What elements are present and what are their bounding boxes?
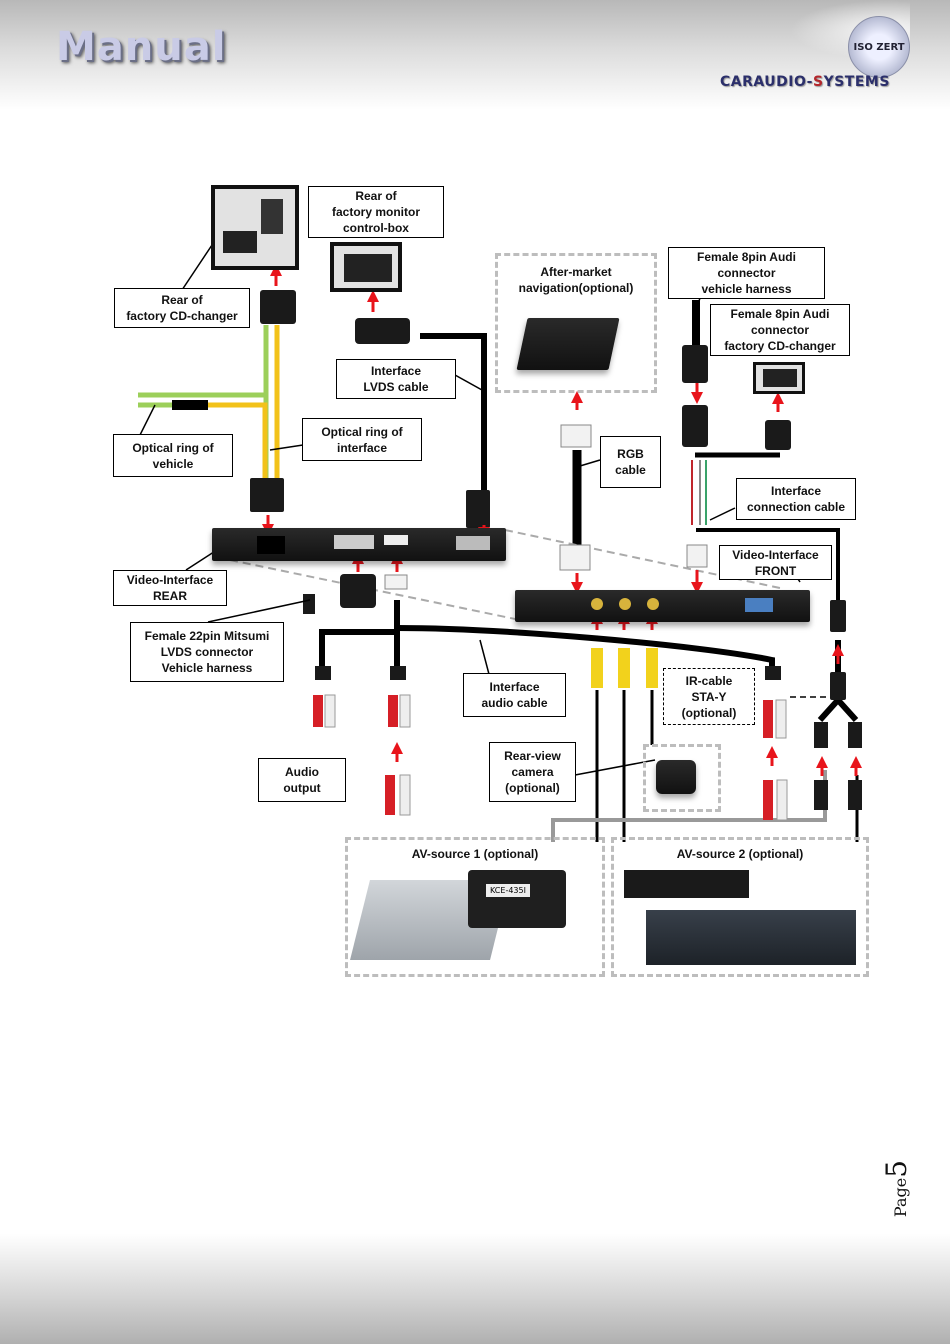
label-lvds-cable: Interface LVDS cable xyxy=(336,359,456,399)
label-video-front: Video-Interface FRONT xyxy=(719,545,832,580)
label-audio-output: Audio output xyxy=(258,758,346,802)
cd-changer-rear-photo xyxy=(211,185,299,270)
lvds-plug xyxy=(355,318,410,344)
label-video-rear: Video-Interface REAR xyxy=(113,570,227,606)
label-audio-cable: Interface audio cable xyxy=(463,673,566,717)
brand-suffix: YSTEMS xyxy=(823,74,890,90)
label-female22: Female 22pin Mitsumi LVDS connector Vehi… xyxy=(130,622,284,682)
aftermarket-nav-title: After-market navigation(optional) xyxy=(518,265,634,295)
video-interface-rear-device xyxy=(212,528,506,561)
manual-title: Manual xyxy=(56,24,227,70)
label-ir-cable: IR-cable STA-Y (optional) xyxy=(663,668,755,725)
optical-fiber-yellow xyxy=(208,325,280,478)
label-rgb-cable: RGB cable xyxy=(600,436,661,488)
brand-prefix: CARAUDIO- xyxy=(720,74,813,90)
dvd-changer-device xyxy=(646,910,856,965)
rear-camera-box xyxy=(643,744,721,812)
label-optical-interface: Optical ring of interface xyxy=(302,418,422,461)
brand-s: S xyxy=(812,74,824,90)
rear-camera-device xyxy=(656,760,696,794)
brand-logo: CARAUDIO-SYSTEMS xyxy=(720,74,890,90)
iso-cert-seal-icon: ISO ZERT xyxy=(848,16,910,78)
seal-text: ISO ZERT xyxy=(853,41,905,53)
audio-cable-tree xyxy=(319,600,775,670)
kce-module-device: KCE-435I xyxy=(468,870,566,928)
page-number: Page5 xyxy=(880,1160,913,1217)
monitor-box-rear-photo xyxy=(330,242,402,292)
av-source-2-box: AV-source 2 (optional) xyxy=(611,837,869,977)
cd-changer-connector-photo xyxy=(753,362,805,394)
aftermarket-nav-box: After-market navigation(optional) xyxy=(495,253,657,393)
page-footer-band xyxy=(0,1234,950,1344)
connection-arrows xyxy=(262,264,862,776)
video-interface-front-device xyxy=(515,590,810,622)
label-optical-vehicle: Optical ring of vehicle xyxy=(113,434,233,477)
label-rear-camera: Rear-view camera (optional) xyxy=(489,742,576,802)
page-word: Page xyxy=(891,1177,911,1218)
label-female8-vehicle: Female 8pin Audi connector vehicle harne… xyxy=(668,247,825,299)
headunit-device xyxy=(624,870,749,898)
label-interface-connection: Interface connection cable xyxy=(736,478,856,520)
av-source-1-box: AV-source 1 (optional) KCE-435I xyxy=(345,837,605,977)
label-female8-cd: Female 8pin Audi connector factory CD-ch… xyxy=(710,304,850,356)
av-source-1-title: AV-source 1 (optional) xyxy=(411,847,539,861)
label-rear-monitor: Rear of factory monitor control-box xyxy=(308,186,444,238)
fiber-coupler xyxy=(172,400,208,410)
lvds-cable-path xyxy=(420,333,487,490)
kce-label: KCE-435I xyxy=(486,884,530,897)
page-number-value: 5 xyxy=(880,1159,914,1178)
label-rear-cd-changer: Rear of factory CD-changer xyxy=(114,288,250,328)
av-source-2-title: AV-source 2 (optional) xyxy=(676,847,804,861)
cd-changer-plug xyxy=(260,290,296,324)
